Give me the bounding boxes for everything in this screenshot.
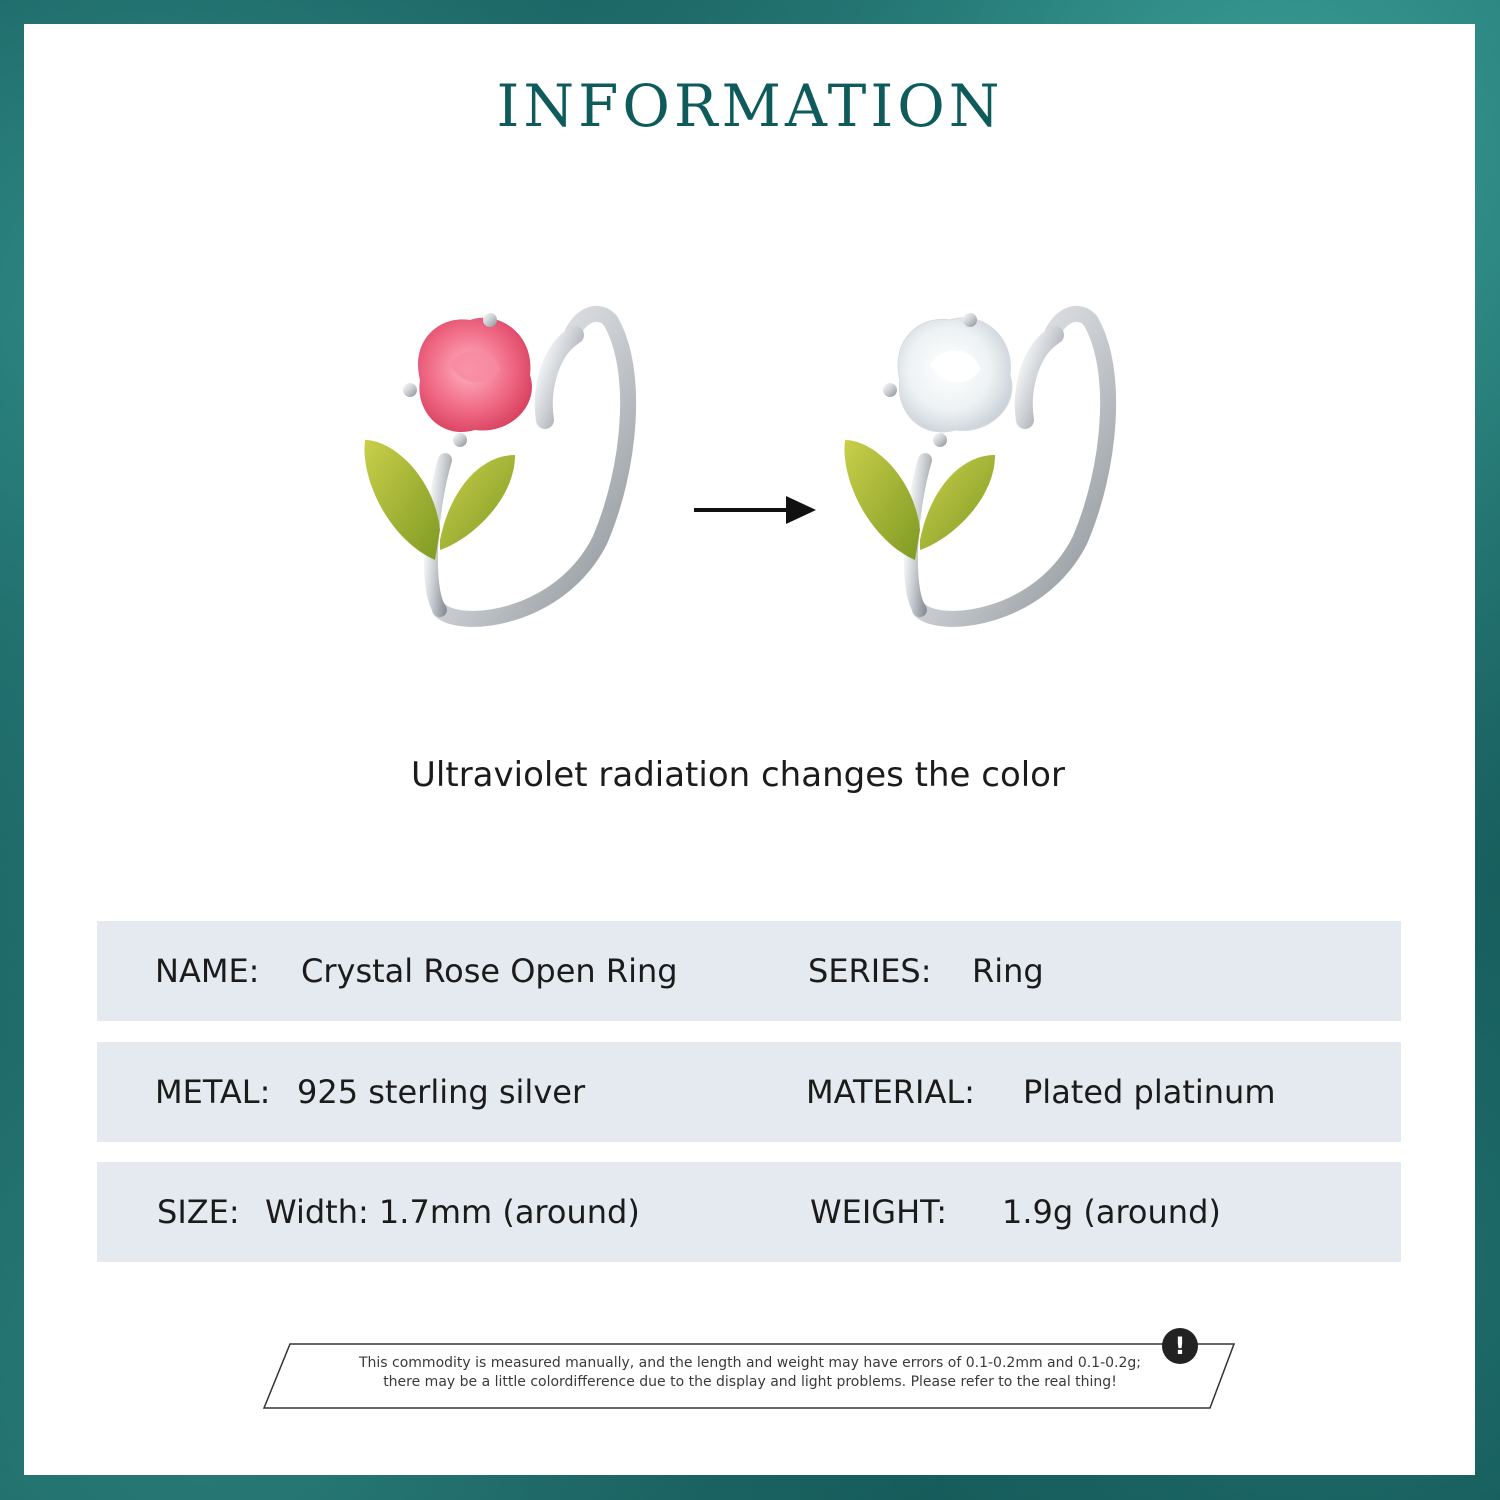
exclamation-icon: ! <box>1162 1328 1198 1364</box>
spec-label: METAL: <box>155 1073 271 1111</box>
caption-text: Ultraviolet radiation changes the color <box>411 755 1065 795</box>
spec-row-name: NAME: Crystal Rose Open Ring SERIES: Rin… <box>97 921 1401 1021</box>
spec-value: 925 sterling silver <box>297 1073 586 1111</box>
leaf-left <box>844 440 920 560</box>
disclaimer-notice: This commodity is measured manually, and… <box>262 1328 1238 1412</box>
leaf-right <box>440 455 515 550</box>
ring-end <box>534 326 584 429</box>
prong <box>933 433 947 447</box>
ring-comparison <box>0 290 1500 670</box>
spec-value: Crystal Rose Open Ring <box>301 952 678 990</box>
ring-band <box>912 306 1117 627</box>
prong <box>403 383 417 397</box>
prong <box>483 313 497 327</box>
arrow-right-icon <box>694 496 816 524</box>
spec-label: SERIES: <box>808 952 932 990</box>
spec-label: SIZE: <box>157 1193 240 1231</box>
prong <box>883 383 897 397</box>
spec-value: Plated platinum <box>1023 1073 1276 1111</box>
prong <box>453 433 467 447</box>
ring-end <box>1014 326 1064 429</box>
spec-value: Width: 1.7mm (around) <box>265 1193 640 1231</box>
spec-label: NAME: <box>155 952 260 990</box>
notice-text: This commodity is measured manually, and… <box>302 1354 1198 1392</box>
rose-inner <box>930 350 980 383</box>
spec-row-metal: METAL: 925 sterling silver MATERIAL: Pla… <box>97 1042 1401 1142</box>
page-title: INFORMATION <box>496 72 1004 140</box>
leaf-left <box>364 440 440 560</box>
spec-value: 1.9g (around) <box>1002 1193 1221 1231</box>
ring-image-after <box>844 306 1117 627</box>
notice-border <box>262 1343 1236 1409</box>
ring-image-before <box>364 306 637 627</box>
spec-row-size: SIZE: Width: 1.7mm (around) WEIGHT: 1.9g… <box>97 1162 1401 1262</box>
notice-line-1: This commodity is measured manually, and… <box>358 1355 1142 1371</box>
spec-label: MATERIAL: <box>806 1073 975 1111</box>
notice-line-2: there may be a little colordifference du… <box>383 1374 1117 1390</box>
rose-inner <box>450 350 500 383</box>
prong <box>963 313 977 327</box>
leaf-right <box>920 455 995 550</box>
spec-label: WEIGHT: <box>810 1193 947 1231</box>
spec-value: Ring <box>972 952 1044 990</box>
ring-band <box>432 306 637 627</box>
